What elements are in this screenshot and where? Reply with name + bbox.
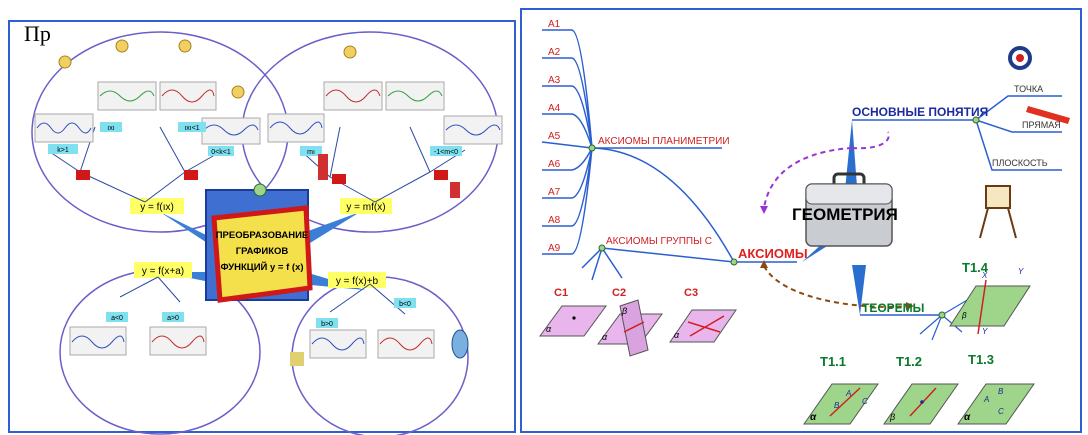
svg-text:A: A [983, 395, 989, 404]
axiom-a8: A8 [548, 215, 561, 226]
dashed-arrow-brown [763, 265, 907, 308]
svg-text:α: α [810, 412, 817, 423]
svg-text:T1.4: T1.4 [962, 260, 989, 275]
branch-pill-2 [340, 198, 392, 214]
axiom-a7: A7 [548, 187, 561, 198]
center-line-3: ФУНКЦИЙ у = f (х) [220, 261, 303, 273]
svg-text:Y: Y [1018, 267, 1024, 276]
pencil-icon [1026, 106, 1070, 124]
svg-text:β: β [889, 412, 895, 422]
concept-plane: ПЛОСКОСТЬ [992, 158, 1048, 168]
graph-thumbnails [34, 81, 503, 359]
axioms-label: АКСИОМЫ [738, 246, 808, 261]
briefcase-icon [805, 172, 893, 247]
condition-labels: k>1 ıxı ıxı<1 0<k<1 mı -1<m<0 a<0 a>0 b>… [48, 122, 462, 328]
branch-label-3: y = f(x+a) [142, 266, 184, 277]
svg-text:C2: C2 [612, 287, 626, 299]
svg-text:Y: Y [982, 327, 988, 336]
branch-label-1: y = f(ıx) [140, 202, 174, 213]
center-node [253, 183, 267, 197]
planimetry-label: АКСИОМЫ ПЛАНИМЕТРИИ [598, 136, 730, 147]
branch-pill-4 [328, 272, 386, 288]
axiom-a6: A6 [548, 159, 561, 170]
svg-text:α: α [674, 330, 680, 340]
svg-text:T1.1: T1.1 [820, 354, 846, 369]
axiom-a1: A1 [548, 19, 561, 30]
top-text-fragment: Пр [24, 21, 51, 46]
cond-7: a<0 [111, 315, 123, 322]
cond-5: mı [307, 149, 315, 156]
svg-text:α: α [602, 332, 608, 342]
center-line-1: ПРЕОБРАЗОВАНИЕ [216, 230, 309, 241]
c-planes: C1 α C2 α β C3 α [539, 287, 737, 357]
right-mindmap-svg: A1 A2 A3 A4 A5 A6 A7 A8 A9 АКСИОМЫ ПЛАНИ… [539, 19, 1070, 425]
branch-label-2: y = mf(x) [346, 202, 385, 213]
spike-basic [844, 120, 858, 200]
concept-point: ТОЧКА [1014, 84, 1043, 94]
figure-icons [58, 39, 469, 366]
left-mindmap-svg: ПРЕОБРАЗОВАНИЕ ГРАФИКОВ ФУНКЦИЙ у = f (х… [31, 31, 503, 435]
cond-4: 0<k<1 [211, 149, 231, 156]
left-mindmap-panel: ПРЕОБРАЗОВАНИЕ ГРАФИКОВ ФУНКЦИЙ у = f (х… [8, 20, 516, 435]
theorems-label: ТЕОРЕМЫ [862, 301, 924, 315]
axiom-list: A1 A2 A3 A4 A5 A6 A7 A8 A9 [548, 19, 561, 254]
target-icon [1008, 46, 1032, 70]
svg-text:β: β [961, 311, 967, 320]
svg-text:B: B [834, 401, 840, 410]
svg-text:C3: C3 [684, 287, 698, 299]
cond-2: ıxı [107, 125, 114, 132]
branch-pill-1 [130, 198, 184, 214]
svg-text:T1.2: T1.2 [896, 354, 922, 369]
svg-text:A: A [845, 389, 851, 398]
svg-text:X: X [981, 271, 988, 280]
svg-text:B: B [998, 387, 1004, 396]
axiom-a4: A4 [548, 103, 561, 114]
cond-3: ıxı<1 [184, 125, 199, 132]
concept-line: ПРЯМАЯ [1022, 120, 1061, 130]
dashed-arrow-purple [763, 147, 853, 209]
branch-label-4: y = f(x)+b [336, 276, 379, 287]
axiom-a5: A5 [548, 131, 561, 142]
axiom-a3: A3 [548, 75, 561, 86]
cond-9: b>0 [321, 321, 333, 328]
spike-theorems [852, 265, 866, 315]
group-c-label: АКСИОМЫ ГРУППЫ С [606, 236, 712, 247]
center-line-2: ГРАФИКОВ [236, 246, 289, 257]
cond-1: k>1 [57, 147, 69, 154]
t-planes: T1.1 α A B C T1.2 β T1.3 α A B C T1.4 X … [803, 260, 1035, 425]
svg-text:C: C [998, 407, 1004, 416]
right-mindmap-panel: A1 A2 A3 A4 A5 A6 A7 A8 A9 АКСИОМЫ ПЛАНИ… [520, 8, 1082, 433]
svg-text:α: α [964, 412, 971, 423]
svg-text:T1.3: T1.3 [968, 352, 994, 367]
red-markers [76, 170, 448, 184]
branch-pill-3 [134, 262, 192, 278]
basic-concepts-label: ОСНОВНЫЕ ПОНЯТИЯ [852, 105, 988, 119]
svg-text:C1: C1 [554, 287, 568, 299]
geometry-label: ГЕОМЕТРИЯ [792, 205, 898, 224]
svg-text:C: C [862, 397, 868, 406]
axiom-a9: A9 [548, 243, 561, 254]
cond-10: b<0 [399, 301, 411, 308]
axiom-fan [541, 29, 797, 281]
easel-icon [979, 185, 1017, 239]
cond-6: -1<m<0 [434, 149, 458, 156]
axiom-a2: A2 [548, 47, 561, 58]
svg-text:α: α [546, 324, 552, 334]
cond-8: a>0 [167, 315, 179, 322]
svg-text:β: β [621, 306, 627, 316]
center-card [211, 205, 313, 303]
spike-tr [300, 212, 360, 248]
